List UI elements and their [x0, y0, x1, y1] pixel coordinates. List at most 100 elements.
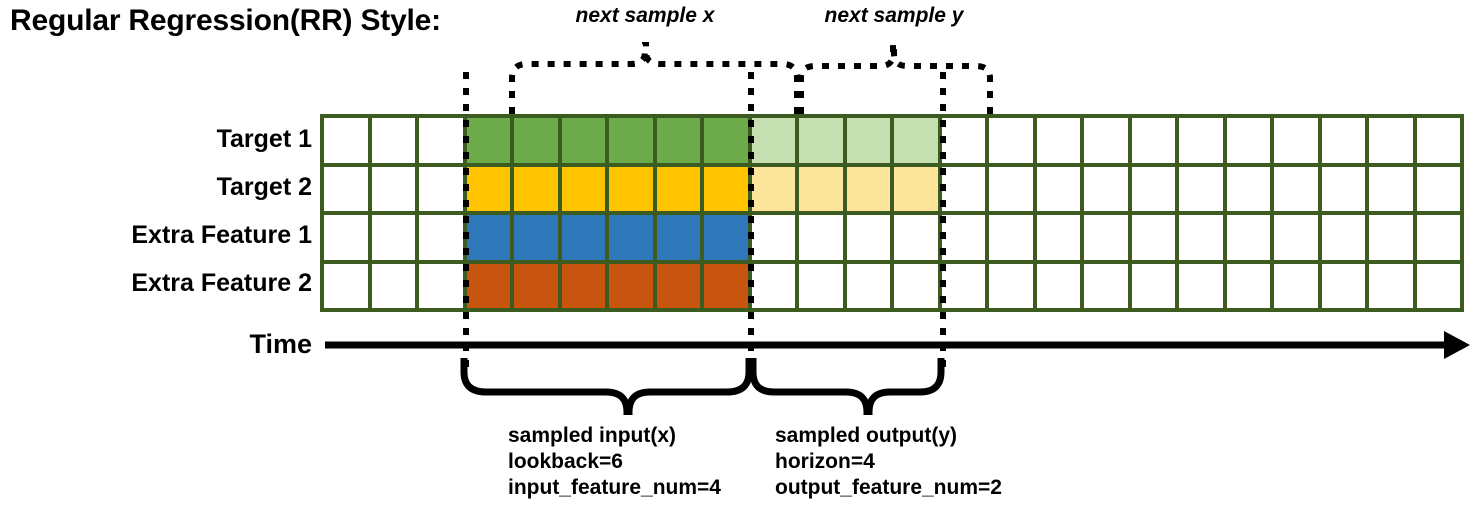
grid-cell-r3-c21 [1274, 215, 1318, 260]
grid-cell-r2-c19 [1179, 166, 1223, 211]
grid-cell-r1-c12 [846, 118, 890, 163]
grid-cell-r2-c23 [1369, 166, 1413, 211]
bottom-brace-sampled-input [460, 358, 753, 415]
row-label-target-1: Target 1 [216, 125, 312, 153]
grid-cell-r1-c15 [989, 118, 1033, 163]
grid-cell-r4-c6 [561, 263, 605, 308]
brace-label-next-sample-x: next sample x [575, 4, 715, 27]
timeline-grid [320, 114, 1464, 312]
grid-cell-r4-c2 [371, 263, 415, 308]
grid-cell-r1-c22 [1321, 118, 1365, 163]
grid-cell-r1-c5 [514, 118, 558, 163]
grid-cell-r3-c15 [989, 215, 1033, 260]
time-axis-label: Time [249, 329, 312, 359]
grid-cell-r4-c13 [894, 263, 938, 308]
grid-cell-r2-c15 [989, 166, 1033, 211]
grid-cell-r1-c24 [1416, 118, 1460, 163]
grid-cell-r4-c17 [1084, 263, 1128, 308]
grid-cell-r2-c17 [1084, 166, 1128, 211]
grid-cell-r1-c11 [799, 118, 843, 163]
grid-cell-r2-c20 [1226, 166, 1270, 211]
grid-cell-r3-c11 [799, 215, 843, 260]
bottom-brace-sampled-output [749, 358, 945, 415]
grid-cell-r2-c24 [1416, 166, 1460, 211]
time-axis-arrow-icon [325, 331, 1470, 359]
grid-cell-r1-c19 [1179, 118, 1223, 163]
grid-cell-r4-c19 [1179, 263, 1223, 308]
grid-cell-r1-c9 [704, 118, 748, 163]
grid-cell-r3-c20 [1226, 215, 1270, 260]
grid-cell-r1-c10 [751, 118, 795, 163]
top-bracket-next-sample-y [798, 42, 993, 114]
grid-cell-r2-c7 [609, 166, 653, 211]
grid-cell-r4-c22 [1321, 263, 1365, 308]
grid-cell-r4-c14 [941, 263, 985, 308]
grid-cell-r4-c10 [751, 263, 795, 308]
grid-cell-r1-c16 [1036, 118, 1080, 163]
grid-cell-r4-c9 [704, 263, 748, 308]
grid-cell-r1-c7 [609, 118, 653, 163]
note-sampled-output-horizon: horizon=4 [775, 450, 875, 473]
grid-cell-r1-c14 [941, 118, 985, 163]
grid-cell-r3-c14 [941, 215, 985, 260]
grid-cell-r2-c4 [466, 166, 510, 211]
grid-cell-r4-c24 [1416, 263, 1460, 308]
note-sampled-input-feature-num: input_feature_num=4 [508, 476, 721, 499]
grid-cell-r3-c24 [1416, 215, 1460, 260]
grid-cell-r3-c4 [466, 215, 510, 260]
grid-cell-r3-c12 [846, 215, 890, 260]
grid-cell-r2-c10 [751, 166, 795, 211]
grid-cell-r1-c1 [324, 118, 368, 163]
note-sampled-output-title: sampled output(y) [775, 424, 957, 447]
note-sampled-output-feature-num: output_feature_num=2 [775, 476, 1002, 499]
page-title: Regular Regression(RR) Style: [10, 4, 441, 37]
grid-cell-r2-c13 [894, 166, 938, 211]
grid-cell-r1-c6 [561, 118, 605, 163]
grid-cell-r4-c7 [609, 263, 653, 308]
grid-cell-r2-c22 [1321, 166, 1365, 211]
note-sampled-input-title: sampled input(x) [508, 424, 677, 447]
grid-cell-r4-c4 [466, 263, 510, 308]
grid-cell-r3-c5 [514, 215, 558, 260]
grid-cell-r3-c13 [894, 215, 938, 260]
grid-cell-r4-c3 [419, 263, 463, 308]
grid-cell-r4-c16 [1036, 263, 1080, 308]
note-sampled-input-lookback: lookback=6 [508, 450, 623, 473]
grid-cell-r2-c9 [704, 166, 748, 211]
grid-cell-r2-c14 [941, 166, 985, 211]
grid-cell-r4-c15 [989, 263, 1033, 308]
grid-cell-r1-c3 [419, 118, 463, 163]
grid-cell-r4-c21 [1274, 263, 1318, 308]
grid-cell-r3-c16 [1036, 215, 1080, 260]
grid-cell-r2-c21 [1274, 166, 1318, 211]
grid-cell-r2-c5 [514, 166, 558, 211]
grid-cell-r3-c9 [704, 215, 748, 260]
grid-cell-r2-c16 [1036, 166, 1080, 211]
grid-cell-r3-c23 [1369, 215, 1413, 260]
grid-cell-r1-c13 [894, 118, 938, 163]
grid-cell-r1-c17 [1084, 118, 1128, 163]
row-label-extra-feature-1: Extra Feature 1 [131, 221, 312, 249]
grid-cell-r2-c18 [1131, 166, 1175, 211]
grid-cell-r1-c21 [1274, 118, 1318, 163]
grid-cell-r3-c10 [751, 215, 795, 260]
top-bracket-next-sample-x [509, 42, 800, 114]
grid-cell-r2-c6 [561, 166, 605, 211]
note-sampled-output: sampled output(y) horizon=4 output_featu… [775, 423, 1002, 501]
grid-cell-r2-c8 [656, 166, 700, 211]
grid-cell-r3-c17 [1084, 215, 1128, 260]
grid-cell-r3-c2 [371, 215, 415, 260]
grid-cell-r3-c18 [1131, 215, 1175, 260]
grid-cell-r4-c12 [846, 263, 890, 308]
grid-cell-r3-c8 [656, 215, 700, 260]
grid-cell-r1-c20 [1226, 118, 1270, 163]
grid-cell-r1-c8 [656, 118, 700, 163]
grid-cell-r3-c19 [1179, 215, 1223, 260]
grid-cell-r3-c6 [561, 215, 605, 260]
grid-cell-r4-c11 [799, 263, 843, 308]
grid-cell-r4-c20 [1226, 263, 1270, 308]
grid-cell-r4-c18 [1131, 263, 1175, 308]
grid-cell-r4-c1 [324, 263, 368, 308]
grid-cell-r1-c2 [371, 118, 415, 163]
